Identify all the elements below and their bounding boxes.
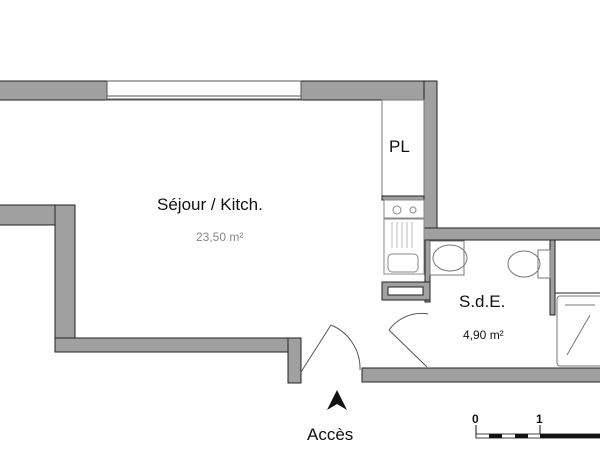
hob-icon — [392, 205, 402, 215]
window — [106, 80, 302, 101]
sink-icon — [387, 253, 419, 273]
wall-right-upper — [423, 80, 438, 241]
room-name-sejour: Séjour / Kitch. — [157, 195, 263, 214]
kitchenette — [383, 199, 425, 275]
washbasin-icon — [432, 244, 468, 272]
wall-top-left — [0, 80, 108, 101]
room-name-sde: S.d.E. — [459, 292, 506, 311]
room-name-pl: PL — [389, 137, 410, 156]
wall-sde-right — [549, 239, 556, 316]
scale-label-1: 1 — [536, 412, 543, 426]
wall-left-vertical — [54, 204, 76, 353]
sde-door[interactable] — [388, 312, 429, 368]
entrance-label: Accès — [307, 425, 354, 444]
room-area-sde: 4,90 m² — [463, 328, 504, 342]
cupboard-shelf — [381, 195, 425, 201]
cupboard-pl — [381, 99, 425, 197]
scale-bar — [475, 425, 600, 439]
wall-door-stub-left — [287, 337, 302, 384]
wall-bottom-right — [361, 367, 600, 383]
wall-sde-top — [423, 227, 600, 241]
north-arrow-icon — [327, 390, 347, 410]
entrance-door[interactable] — [300, 324, 361, 373]
scale-label-0: 0 — [472, 412, 479, 426]
shower-icon — [556, 295, 600, 367]
toilet-icon — [507, 250, 541, 278]
room-area-sejour: 23,50 m² — [196, 230, 244, 244]
wall-top-right — [300, 80, 438, 101]
wall-bottom-left — [54, 337, 302, 353]
